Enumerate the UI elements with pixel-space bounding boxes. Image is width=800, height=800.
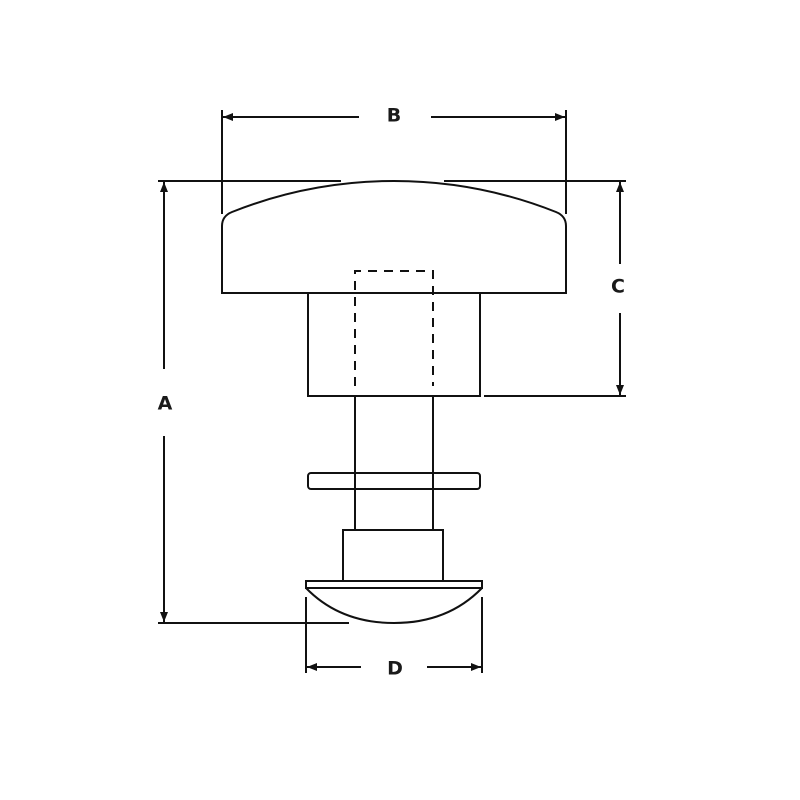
- washer-ring: [307, 472, 481, 490]
- extension-lines: [158, 110, 626, 673]
- collar: [307, 293, 481, 397]
- dimension-label-b: B: [386, 104, 402, 127]
- hidden-bore: [354, 270, 434, 386]
- lower-hub: [342, 529, 444, 582]
- dimension-label-a: A: [157, 392, 173, 415]
- shaft: [354, 396, 434, 530]
- dimension-label-d: D: [387, 657, 403, 680]
- dimension-label-c: C: [611, 275, 625, 298]
- base-flange: [305, 580, 483, 625]
- knob-head: [221, 179, 567, 294]
